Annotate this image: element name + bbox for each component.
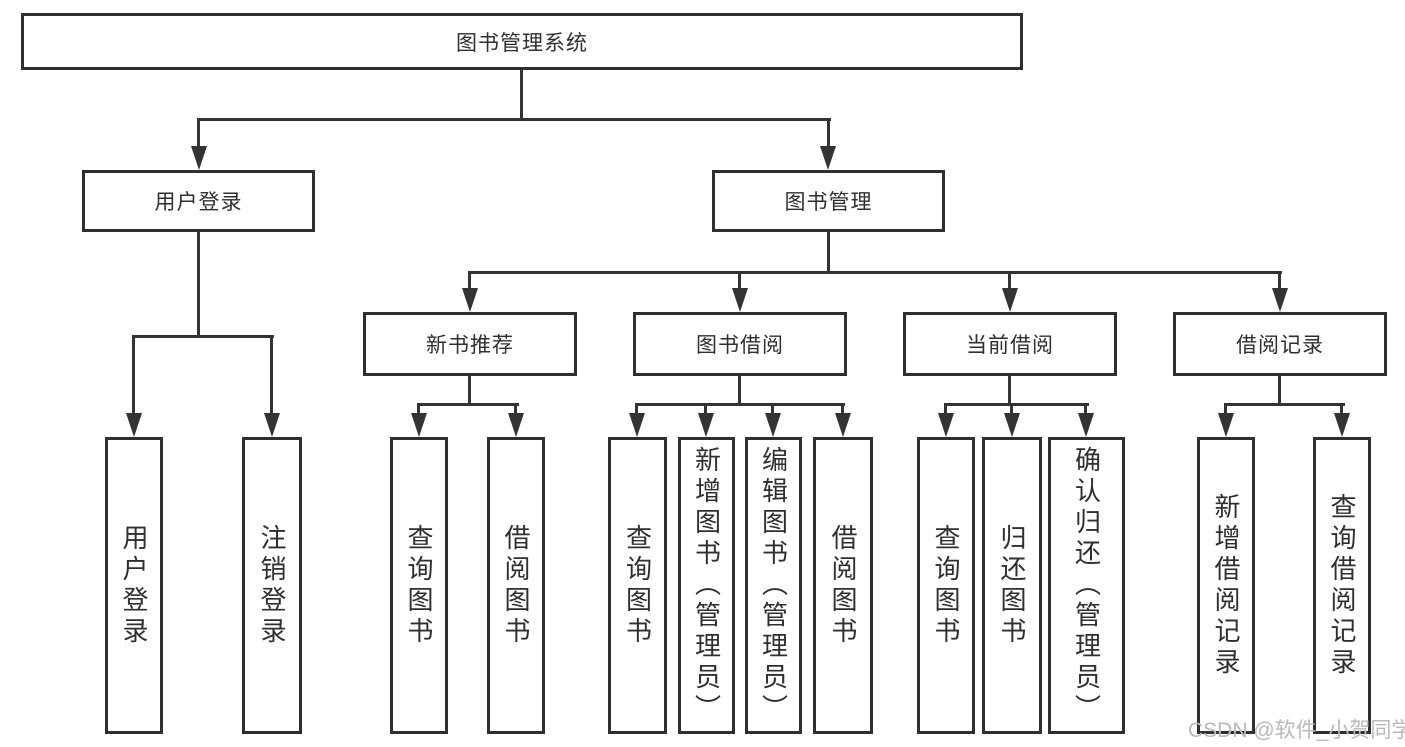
node-book-management-label: 图书管理 [784, 191, 873, 214]
node-book-borrow-label: 图书借阅 [696, 334, 784, 357]
arrow-down-icon [835, 413, 851, 437]
connector-mgmt-drop-1 [468, 271, 471, 291]
node-leaf-query-borrow-record: 查询借阅记录 [1313, 437, 1371, 734]
arrow-down-icon [1004, 413, 1020, 437]
node-leaf-edit-books-admin: 编辑图书（管理员） [745, 437, 802, 734]
connector-newbook-branch [417, 403, 519, 406]
leaf-label: 用户登录 [119, 523, 149, 648]
node-book-management: 图书管理 [712, 170, 945, 232]
arrow-down-icon [938, 413, 954, 437]
connector-borrow-drop-2 [704, 403, 707, 415]
node-current-borrow: 当前借阅 [903, 312, 1117, 376]
connector-current-stem [1008, 374, 1011, 406]
arrow-down-icon [508, 413, 524, 437]
connector-root-stem [520, 69, 523, 121]
leaf-label: 注销登录 [257, 523, 287, 648]
connector-mgmt-branch [468, 271, 1282, 274]
connector-root-drop-mgmt [827, 118, 830, 148]
node-leaf-borrow-books-recommend: 借阅图书 [487, 437, 545, 734]
arrow-down-icon [629, 413, 645, 437]
leaf-label: 编辑图书（管理员） [758, 446, 789, 725]
connector-user-drop-2 [270, 335, 273, 415]
connector-current-drop-2 [1010, 403, 1013, 415]
leaf-label: 新增借阅记录 [1211, 492, 1241, 679]
arrow-down-icon [698, 413, 714, 437]
arrow-down-icon [411, 413, 427, 437]
connector-user-branch [132, 335, 274, 338]
connector-current-drop-1 [944, 403, 947, 415]
connector-newbook-drop-2 [514, 403, 517, 415]
arrow-down-icon [732, 288, 748, 312]
csdn-watermark: CSDN @软件_小贺同学 [1188, 719, 1405, 742]
connector-root-branch [197, 118, 831, 121]
leaf-label: 查询借阅记录 [1327, 492, 1357, 679]
node-leaf-query-books-recommend: 查询图书 [390, 437, 448, 734]
arrow-down-icon [1334, 413, 1350, 437]
arrow-down-icon [820, 146, 836, 170]
connector-newbook-stem [468, 374, 471, 406]
connector-records-stem [1278, 374, 1281, 406]
connector-borrow-drop-3 [771, 403, 774, 415]
leaf-label: 查询图书 [622, 523, 653, 648]
arrow-down-icon [191, 146, 207, 170]
node-book-borrow: 图书借阅 [633, 312, 847, 376]
node-leaf-borrow-books: 借阅图书 [813, 437, 873, 734]
node-root-system: 图书管理系统 [21, 13, 1023, 70]
node-user-login-label: 用户登录 [154, 191, 243, 214]
leaf-label: 新增图书（管理员） [691, 446, 722, 725]
node-leaf-add-books-admin: 新增图书（管理员） [678, 437, 735, 734]
node-leaf-add-borrow-record: 新增借阅记录 [1197, 437, 1255, 734]
arrow-down-icon [462, 288, 478, 312]
connector-records-drop-2 [1340, 403, 1343, 415]
arrow-down-icon [1218, 413, 1234, 437]
connector-mgmt-drop-2 [738, 271, 741, 291]
connector-user-stem [197, 229, 200, 338]
leaf-label: 确认归还（管理员） [1071, 446, 1102, 725]
arrow-down-icon [765, 413, 781, 437]
node-new-book-recommend-label: 新书推荐 [426, 334, 514, 357]
connector-newbook-drop-1 [417, 403, 420, 415]
node-leaf-confirm-return-admin: 确认归还（管理员） [1048, 437, 1125, 734]
arrow-down-icon [1078, 413, 1094, 437]
node-borrow-records-label: 借阅记录 [1236, 334, 1324, 357]
node-leaf-user-login: 用户登录 [105, 437, 163, 734]
connector-root-drop-user [197, 118, 200, 148]
connector-borrow-stem [738, 374, 741, 406]
node-leaf-logout: 注销登录 [242, 437, 302, 734]
node-borrow-records: 借阅记录 [1173, 312, 1387, 376]
connector-borrow-branch [635, 403, 845, 406]
connector-records-drop-1 [1224, 403, 1227, 415]
connector-mgmt-stem [827, 229, 830, 274]
leaf-label: 归还图书 [997, 523, 1027, 648]
leaf-label: 查询图书 [931, 523, 961, 648]
connector-mgmt-drop-3 [1008, 271, 1011, 291]
connector-borrow-drop-1 [635, 403, 638, 415]
node-user-login: 用户登录 [82, 170, 315, 232]
connector-current-drop-3 [1084, 403, 1087, 415]
node-leaf-query-books-current: 查询图书 [917, 437, 975, 734]
node-leaf-query-books-borrow: 查询图书 [608, 437, 667, 734]
arrow-down-icon [126, 413, 142, 437]
node-leaf-return-books: 归还图书 [982, 437, 1042, 734]
leaf-label: 借阅图书 [828, 523, 858, 648]
leaf-label: 借阅图书 [501, 523, 531, 648]
node-current-borrow-label: 当前借阅 [966, 334, 1054, 357]
connector-records-branch [1224, 403, 1345, 406]
connector-user-drop-1 [132, 335, 135, 415]
node-root-label: 图书管理系统 [456, 31, 588, 55]
arrow-down-icon [1272, 288, 1288, 312]
leaf-label: 查询图书 [404, 523, 434, 648]
connector-mgmt-drop-4 [1278, 271, 1281, 291]
connector-borrow-drop-4 [841, 403, 844, 415]
arrow-down-icon [264, 413, 280, 437]
arrow-down-icon [1002, 288, 1018, 312]
connector-current-branch [944, 403, 1089, 406]
node-new-book-recommend: 新书推荐 [363, 312, 577, 376]
